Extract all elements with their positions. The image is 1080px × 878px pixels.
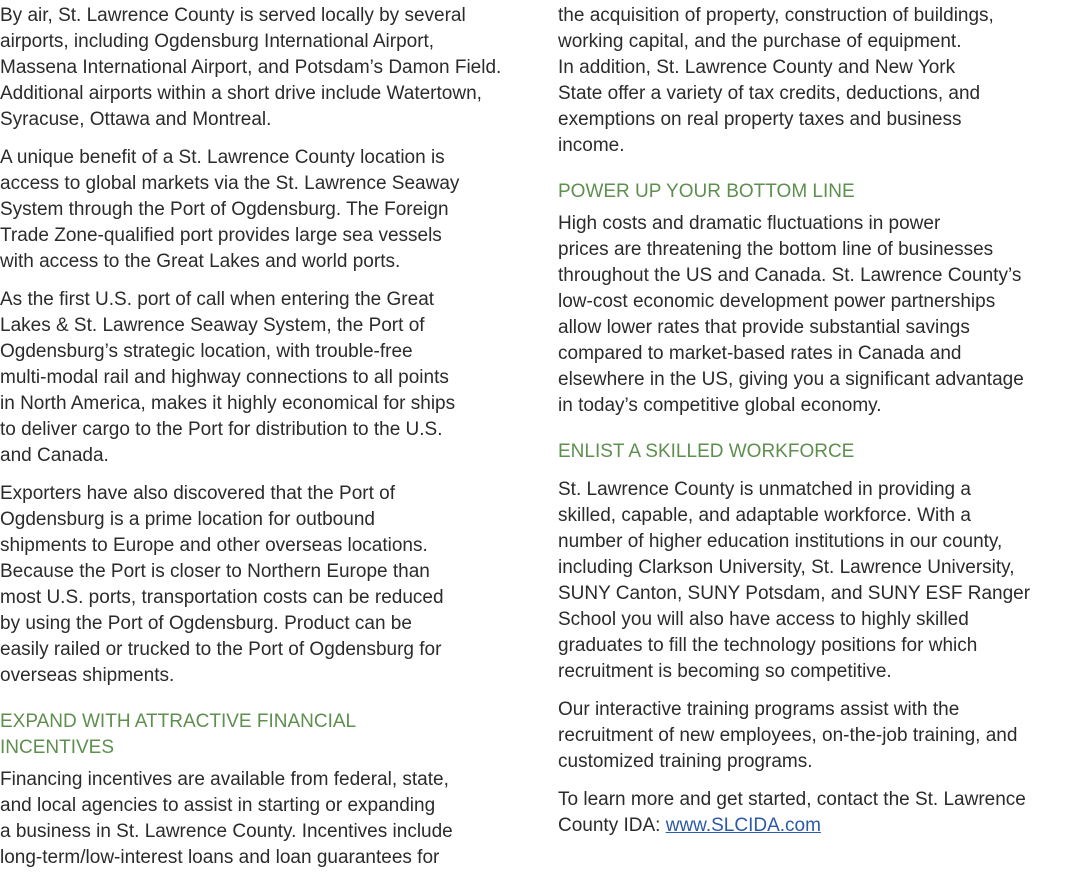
air-service-paragraph: By air, St. Lawrence County is served lo…	[0, 5, 502, 130]
workforce-heading: ENLIST A SKILLED WORKFORCE	[558, 441, 855, 462]
exporters-paragraph: Exporters have also discovered that the …	[0, 483, 444, 686]
seaway-access-paragraph: A unique benefit of a St. Lawrence Count…	[0, 147, 460, 272]
financial-incentives-heading: EXPAND WITH ATTRACTIVE FINANCIAL INCENTI…	[0, 711, 357, 758]
training-paragraph: Our interactive training programs assist…	[558, 699, 1018, 772]
financing-incentives-paragraph: Financing incentives are available from …	[0, 769, 453, 868]
left-column: By air, St. Lawrence County is served lo…	[0, 3, 540, 871]
right-column: the acquisition of property, constructio…	[558, 3, 1058, 839]
contact-paragraph: To learn more and get started, contact t…	[558, 787, 1058, 839]
slcida-website-link[interactable]: www.SLCIDA.com	[665, 815, 821, 836]
contact-text: To learn more and get started, contact t…	[558, 789, 1026, 836]
workforce-paragraph: St. Lawrence County is unmatched in prov…	[558, 479, 1031, 682]
power-paragraph: High costs and dramatic fluctuations in …	[558, 213, 1024, 416]
port-of-call-paragraph: As the first U.S. port of call when ente…	[0, 289, 456, 466]
financing-continued-paragraph: the acquisition of property, constructio…	[558, 5, 994, 156]
power-heading: POWER UP YOUR BOTTOM LINE	[558, 181, 855, 202]
